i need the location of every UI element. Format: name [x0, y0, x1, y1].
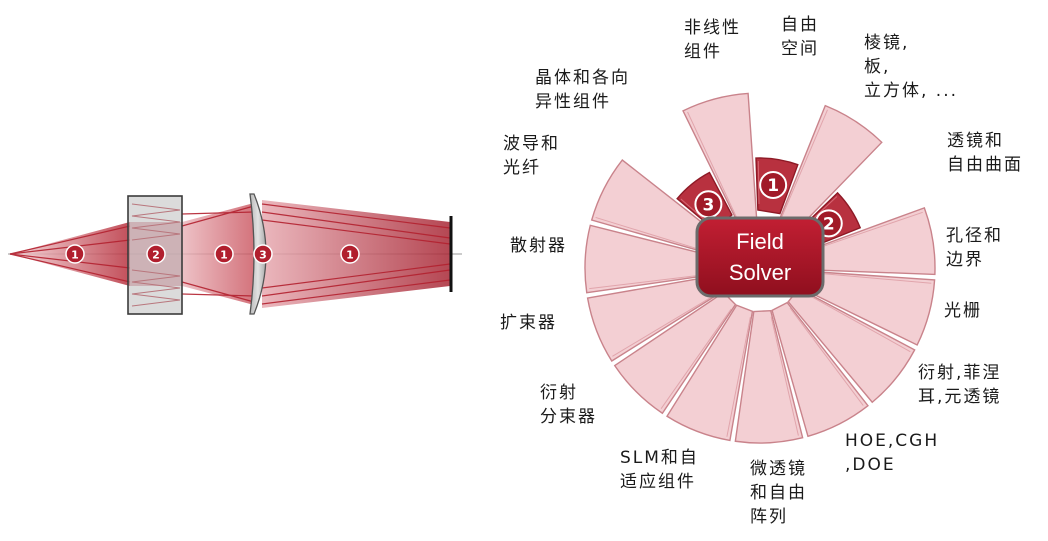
region-marker-4: 3 [253, 244, 273, 264]
wheel-segment [666, 304, 754, 442]
svg-text:散射器: 散射器 [510, 236, 567, 256]
svg-text:孔径和: 孔径和 [946, 226, 1003, 246]
region-marker-1: 1 [65, 244, 85, 264]
wheel-segment [584, 224, 719, 294]
svg-text:阵列: 阵列 [750, 507, 788, 527]
svg-text:异性组件: 异性组件 [535, 92, 611, 112]
svg-text:边界: 边界 [946, 250, 984, 270]
svg-text:和自由: 和自由 [750, 483, 807, 503]
region-marker-2: 2 [146, 244, 166, 264]
wheel-segment [590, 159, 727, 257]
wheel-segment [771, 301, 869, 438]
svg-text:2: 2 [823, 214, 835, 234]
wheel-segment [682, 92, 758, 230]
region-marker-3: 1 [214, 244, 234, 264]
wheel-segment-highlight: 1 [755, 157, 799, 215]
wheel-segment [613, 291, 737, 415]
svg-text:3: 3 [702, 195, 714, 215]
svg-text:SLM和自: SLM和自 [620, 448, 699, 468]
svg-text:HOE,CGH: HOE,CGH [845, 431, 939, 451]
svg-text:非线性: 非线性 [684, 18, 741, 38]
svg-text:衍射,菲涅: 衍射,菲涅 [918, 363, 1001, 383]
svg-text:3: 3 [259, 249, 267, 262]
svg-text:2: 2 [152, 249, 160, 262]
svg-text:分束器: 分束器 [540, 407, 597, 427]
wheel-segment [586, 274, 724, 362]
field-solver-label-line: Solver [729, 260, 791, 285]
svg-text:微透镜: 微透镜 [750, 459, 807, 479]
svg-text:1: 1 [346, 249, 354, 262]
svg-text:晶体和各向: 晶体和各向 [535, 68, 630, 88]
svg-text:光纤: 光纤 [503, 158, 541, 178]
svg-text:耳,元透镜: 耳,元透镜 [918, 387, 1001, 407]
svg-text:适应组件: 适应组件 [620, 472, 696, 492]
svg-text:透镜和: 透镜和 [947, 131, 1004, 151]
svg-text:1: 1 [71, 249, 79, 262]
label-prisms: 棱镜, 板, 立方体, ... [864, 33, 958, 101]
svg-text:波导和: 波导和 [503, 134, 560, 154]
svg-text:扩束器: 扩束器 [500, 313, 557, 333]
label-grating: 光栅 [944, 301, 982, 321]
wheel-segment [798, 270, 936, 346]
svg-text:,DOE: ,DOE [845, 455, 896, 475]
svg-text:1: 1 [220, 249, 228, 262]
svg-text:衍射: 衍射 [540, 383, 578, 403]
svg-text:组件: 组件 [684, 42, 722, 62]
optical-system-illustration: 1 2 1 3 1 [8, 193, 462, 315]
label-beam-expander: 扩束器 [500, 313, 557, 333]
region-marker-5: 1 [340, 244, 360, 264]
svg-text:空间: 空间 [781, 39, 819, 59]
wheel-segment [800, 206, 936, 276]
svg-text:立方体, ...: 立方体, ... [864, 81, 958, 101]
ray-bundle [9, 203, 451, 305]
wheel-segment-highlight: 3 [676, 171, 733, 231]
svg-text:1: 1 [767, 176, 779, 196]
label-diffraction-fresnel: 衍射,菲涅耳,元透镜 [918, 363, 1001, 407]
svg-text:棱镜,: 棱镜, [864, 33, 909, 53]
field-solver-label-line: Field [736, 229, 784, 254]
svg-text:自由: 自由 [781, 15, 819, 35]
svg-text:自由曲面: 自由曲面 [947, 155, 1023, 175]
wheel-segment [734, 309, 804, 444]
svg-text:板,: 板, [864, 57, 890, 77]
label-hoe-cgh: HOE,CGH ,DOE [845, 431, 939, 475]
label-scatterer: 散射器 [510, 236, 567, 256]
svg-text:光栅: 光栅 [944, 301, 982, 321]
wheel-segment [787, 287, 916, 404]
wheel-segment [775, 104, 883, 238]
